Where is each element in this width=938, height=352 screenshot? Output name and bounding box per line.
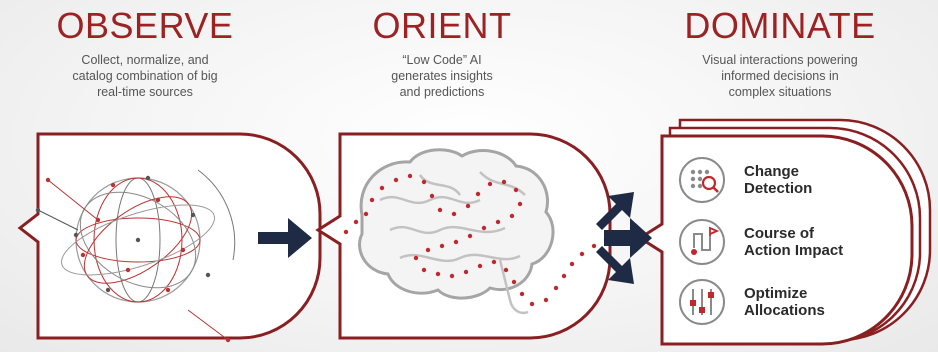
action-optimize-allocations: Optimize Allocations (744, 285, 825, 319)
brain-icon (343, 148, 621, 315)
course-of-action-icon (679, 219, 725, 265)
dominate-description: Visual interactions powering informed de… (702, 53, 858, 99)
action-course-of-action-impact: Course of Action Impact (744, 225, 844, 259)
observe-title: OBSERVE (56, 5, 234, 46)
optimize-allocations-icon (679, 279, 725, 325)
observe-description: Collect, normalize, and catalog combinat… (72, 53, 218, 99)
orient-title: ORIENT (372, 5, 512, 46)
dominate-title: DOMINATE (684, 5, 876, 46)
orient-description: “Low Code” AI generates insights and pre… (391, 53, 493, 99)
action-change-detection: Change Detection (744, 163, 813, 197)
observe-panel (17, 132, 322, 340)
split-arrows-icon (596, 192, 652, 284)
change-detection-icon (679, 157, 725, 203)
arrow-right-icon (258, 218, 312, 258)
